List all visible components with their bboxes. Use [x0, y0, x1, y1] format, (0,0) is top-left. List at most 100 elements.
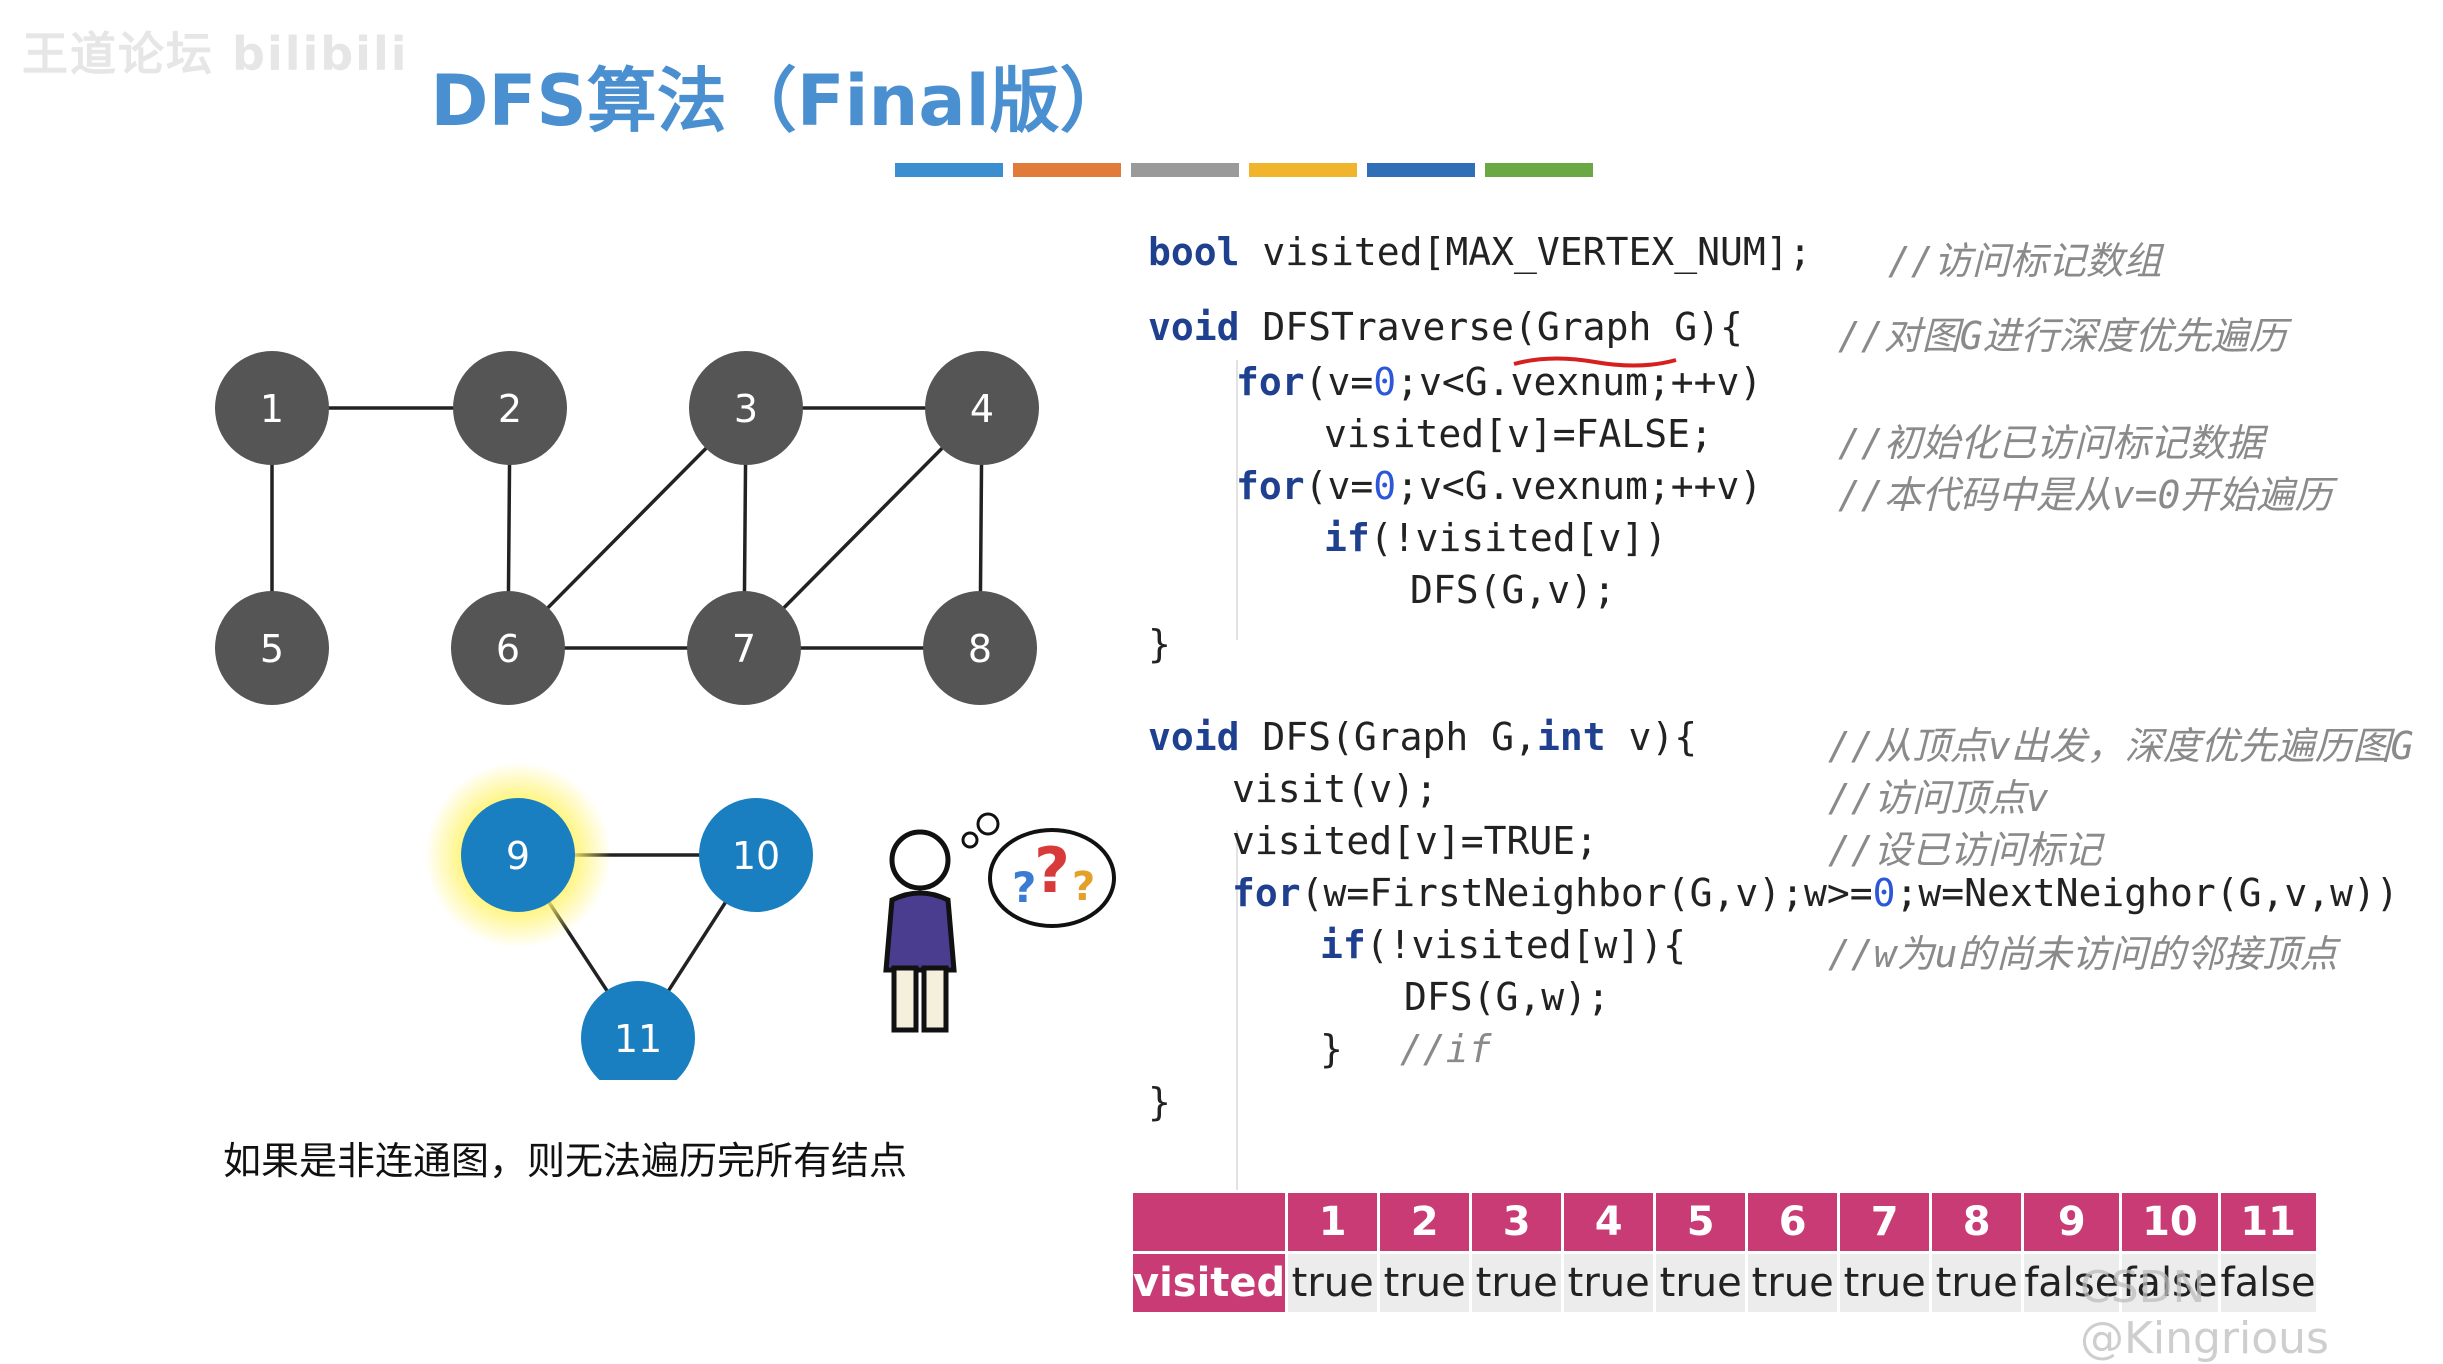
keyword: if [1324, 516, 1370, 560]
graph-node-9: 9 [425, 762, 611, 948]
code-text: visited[MAX_VERTEX_NUM]; [1239, 230, 1812, 274]
code-text: visited[v]=TRUE; [1232, 819, 1599, 863]
keyword: for [1232, 871, 1301, 915]
title-stripe [1131, 163, 1239, 177]
graph-diagram: 1 2 3 4 5 6 7 8 9 10 11 [215, 351, 1039, 1080]
table-value-cell: true [1745, 1251, 1841, 1315]
table-value-cell: false [2119, 1251, 2221, 1315]
table-header-cell: 10 [2119, 1190, 2221, 1254]
confused-person-icon: ? ? ? [883, 812, 1116, 1033]
table-value-cell: true [1653, 1251, 1749, 1315]
code-text: DFS(G,w); [1404, 975, 1610, 1019]
code-text: ;v<G.vexnum;++v) [1396, 360, 1763, 404]
graph-node-circle [461, 798, 575, 912]
code-line-6: if(!visited[v]) [1324, 516, 1667, 560]
page-title: DFS算法（Final版） [430, 60, 1130, 142]
table-value-cell: false [2217, 1251, 2319, 1315]
table-header-cell: 5 [1653, 1190, 1749, 1254]
graph-node-label: 4 [970, 387, 994, 431]
code-text: } [1148, 622, 1171, 666]
svg-text:?: ? [1012, 863, 1036, 912]
table-value-cell: true [1377, 1251, 1473, 1315]
keyword: if [1320, 923, 1366, 967]
site-watermark: 王道论坛 bilibili [22, 27, 409, 81]
graph-node-label: 6 [496, 627, 520, 671]
graph-node-circle [215, 591, 329, 705]
graph-node-7: 7 [687, 591, 801, 705]
table-header-cell: 11 [2217, 1190, 2319, 1254]
graph-node-label: 3 [734, 387, 758, 431]
table-value-cell: false [2021, 1251, 2123, 1315]
graph-node-label: 10 [732, 834, 780, 878]
code-text: (v= [1304, 360, 1374, 404]
svg-text:?: ? [1034, 834, 1070, 907]
title-stripe [1249, 163, 1357, 177]
table-value-cell: true [1285, 1251, 1381, 1315]
code-comment: //访问标记数组 [1888, 239, 2162, 283]
graph-node-1: 1 [215, 351, 329, 465]
number-literal: 0 [1373, 464, 1397, 508]
code-text: visited[v]=FALSE; [1324, 412, 1713, 456]
table-header-cell: 4 [1561, 1190, 1657, 1254]
code-line-8: } [1148, 622, 1171, 666]
code-text: (!visited[w]){ [1365, 923, 1687, 967]
code-line-1: bool visited[MAX_VERTEX_NUM]; [1148, 230, 1811, 274]
csdn-watermark: CSDN @Kingrious [2080, 1262, 2329, 1364]
title-stripe [1367, 163, 1475, 177]
graph-node-5: 5 [215, 591, 329, 705]
graph-node-2: 2 [453, 351, 567, 465]
graph-node-label: 9 [506, 834, 530, 878]
code-line-7: DFS(G,v); [1410, 568, 1616, 612]
code-text: (!visited[v]) [1369, 516, 1668, 560]
keyword: bool [1148, 230, 1240, 274]
graph-node-circle [687, 591, 801, 705]
table-value-cell: true [1469, 1251, 1565, 1315]
svg-text:?: ? [1072, 864, 1095, 910]
graph-node-circle [925, 351, 1039, 465]
table-header-cell: 6 [1745, 1190, 1841, 1254]
code-line-9: void DFS(Graph G,int v){ [1148, 715, 1697, 759]
code-line-14: DFS(G,w); [1404, 975, 1610, 1019]
indent-guide [1236, 360, 1238, 640]
title-stripe [895, 163, 1003, 177]
graph-node-3: 3 [689, 351, 803, 465]
keyword: int [1536, 715, 1606, 759]
code-comment: //本代码中是从v=0开始遍历 [1838, 473, 2333, 517]
table-value-cell: true [1837, 1251, 1933, 1315]
indent-guide [1236, 830, 1238, 1300]
keyword: for [1236, 360, 1305, 404]
code-text: DFS(G,v); [1410, 568, 1616, 612]
code-comment: //从顶点v出发，深度优先遍历图G [1828, 724, 2414, 768]
code-text: visit(v); [1232, 767, 1438, 811]
graph-node-11: 11 [581, 981, 695, 1080]
graph-node-label: 8 [968, 627, 992, 671]
keyword: void [1148, 715, 1240, 759]
code-text: DFSTraverse(Graph G){ [1239, 305, 1743, 349]
code-comment: //if [1400, 1027, 1492, 1071]
graph-node-4: 4 [925, 351, 1039, 465]
keyword: void [1148, 305, 1240, 349]
graph-node-circle [923, 591, 1037, 705]
code-line-11: visited[v]=TRUE; [1232, 819, 1598, 863]
code-comment: //w为u的尚未访问的邻接顶点 [1828, 932, 2338, 976]
table-value-cell: true [1561, 1251, 1657, 1315]
code-line-5: for(v=0;v<G.vexnum;++v) [1236, 464, 1762, 508]
visited-label: visited [1129, 1251, 1289, 1315]
code-block: bool visited[MAX_VERTEX_NUM]; //访问标记数组 v… [1148, 230, 2438, 1300]
table-corner [1129, 1190, 1289, 1254]
table-header-cell: 9 [2021, 1190, 2123, 1254]
code-comment: //设已访问标记 [1828, 828, 2102, 872]
graph-node-circle [581, 981, 695, 1080]
code-comment: //初始化已访问标记数据 [1838, 421, 2264, 465]
code-line-4: visited[v]=FALSE; [1324, 412, 1713, 456]
number-literal: 0 [1872, 871, 1896, 915]
code-text: } [1148, 1080, 1171, 1124]
graph-node-10: 10 [699, 798, 813, 912]
table-header-cell: 3 [1469, 1190, 1565, 1254]
code-line-3: for(v=0;v<G.vexnum;++v) [1236, 360, 1762, 404]
code-text: } [1320, 1027, 1343, 1071]
title-stripes [895, 163, 1593, 177]
